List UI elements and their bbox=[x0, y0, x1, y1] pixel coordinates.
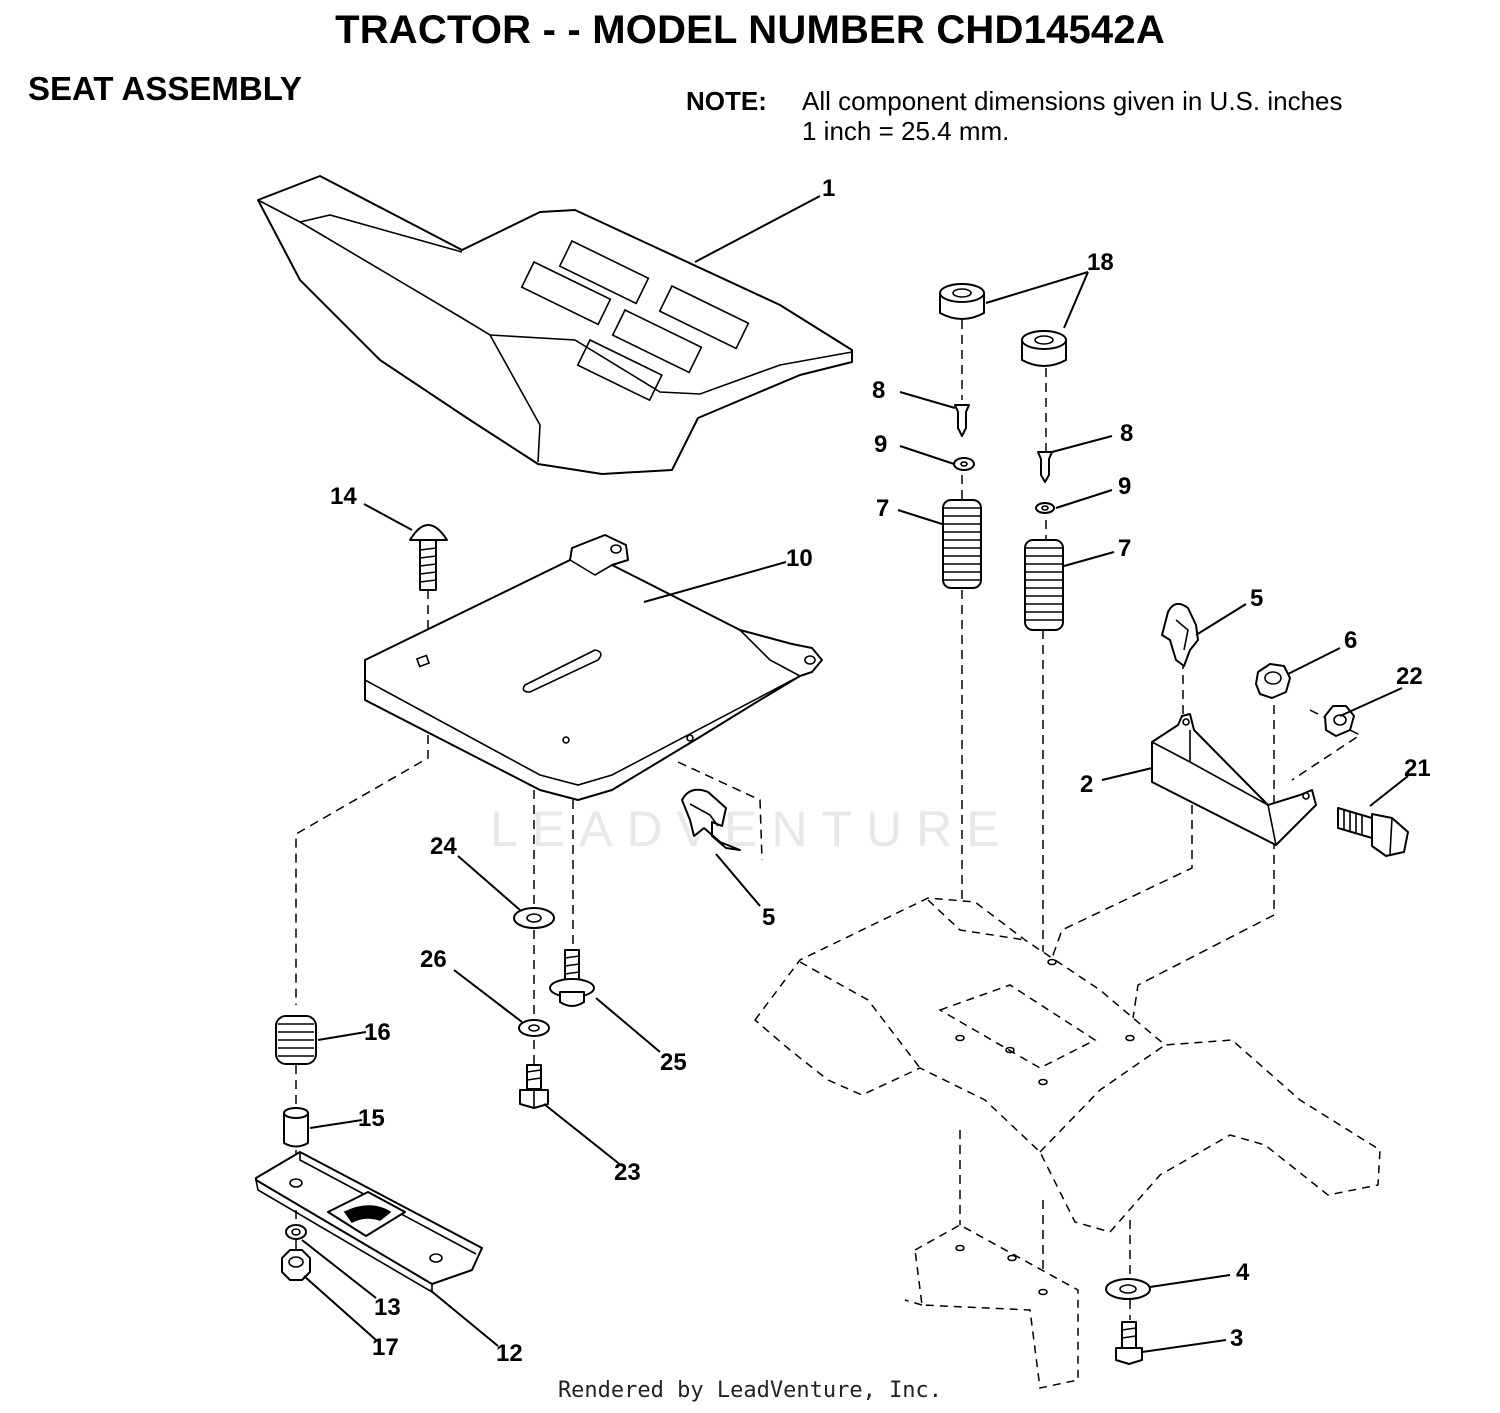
bracket-part bbox=[1151, 713, 1317, 846]
washer-left-part bbox=[953, 457, 975, 471]
spacer-15-part bbox=[283, 1107, 309, 1148]
callout-3: 3 bbox=[1230, 1325, 1243, 1352]
callout-13: 13 bbox=[374, 1294, 401, 1321]
callout-5-lower: 5 bbox=[762, 904, 775, 931]
slide-plate-part bbox=[255, 1151, 483, 1294]
callout-18: 18 bbox=[1087, 249, 1114, 276]
callout-7-left: 7 bbox=[876, 495, 889, 522]
callout-labels: 1 18 8 8 9 9 7 7 14 10 5 6 22 2 21 24 5 … bbox=[330, 175, 1431, 1367]
callout-23: 23 bbox=[614, 1159, 641, 1186]
callout-1: 1 bbox=[822, 175, 835, 202]
seat-part bbox=[257, 175, 853, 475]
note-label: NOTE: bbox=[686, 86, 767, 116]
alignment-lines bbox=[295, 320, 1362, 1320]
note-line-2: 1 inch = 25.4 mm. bbox=[802, 116, 1010, 146]
callout-14: 14 bbox=[330, 483, 357, 510]
callout-16: 16 bbox=[364, 1019, 391, 1046]
callout-24: 24 bbox=[430, 833, 457, 860]
tractor-frame-phantom bbox=[753, 897, 1381, 1389]
footer-credit: Rendered by LeadVenture, Inc. bbox=[557, 1378, 943, 1403]
leader-lines bbox=[301, 195, 1409, 1353]
bolt-25-part bbox=[549, 949, 595, 1007]
watermark: LEADVENTURE bbox=[490, 801, 1014, 857]
washer-26-part bbox=[518, 1019, 550, 1037]
callout-15: 15 bbox=[358, 1105, 385, 1132]
page-title: TRACTOR - - MODEL NUMBER CHD14542A bbox=[335, 8, 1165, 52]
callout-8-left: 8 bbox=[872, 377, 885, 404]
spring-left-part bbox=[942, 499, 982, 589]
washer-right-part bbox=[1035, 502, 1055, 514]
callout-26: 26 bbox=[420, 946, 447, 973]
nut-22-part bbox=[1324, 705, 1355, 737]
callout-4: 4 bbox=[1236, 1259, 1250, 1286]
callout-22: 22 bbox=[1396, 663, 1423, 690]
bolt-21-part bbox=[1337, 807, 1409, 857]
carriage-bolt-part bbox=[409, 524, 448, 591]
callout-9-left: 9 bbox=[874, 431, 887, 458]
callout-17: 17 bbox=[372, 1334, 399, 1361]
spring-16-part bbox=[275, 1015, 317, 1065]
nut-6-part bbox=[1255, 663, 1291, 699]
callout-5-upper: 5 bbox=[1250, 585, 1263, 612]
section-title: SEAT ASSEMBLY bbox=[28, 70, 302, 107]
bumper-right-part bbox=[1021, 330, 1067, 367]
callout-7-right: 7 bbox=[1118, 535, 1131, 562]
callout-6: 6 bbox=[1344, 627, 1357, 654]
washer-4-part bbox=[1105, 1278, 1151, 1300]
bolt-3-part bbox=[1115, 1321, 1143, 1365]
callout-8-right: 8 bbox=[1120, 420, 1133, 447]
bolt-23-part bbox=[519, 1064, 549, 1109]
clip-upper-part bbox=[1161, 602, 1199, 667]
nut-17-part bbox=[281, 1249, 311, 1281]
callout-9-right: 9 bbox=[1118, 473, 1131, 500]
screw-right-part bbox=[1037, 451, 1053, 483]
spring-right-part bbox=[1024, 539, 1064, 631]
screw-left-part bbox=[954, 404, 970, 437]
washer-24-part bbox=[513, 907, 555, 929]
callout-21: 21 bbox=[1404, 755, 1431, 782]
note-line-1: All component dimensions given in U.S. i… bbox=[802, 86, 1343, 116]
bumper-left-part bbox=[939, 283, 985, 320]
nut-13-part bbox=[285, 1224, 307, 1240]
callout-2: 2 bbox=[1080, 771, 1093, 798]
callout-12: 12 bbox=[496, 1340, 523, 1367]
callout-10: 10 bbox=[786, 545, 813, 572]
seat-pan-part bbox=[364, 534, 823, 801]
callout-25: 25 bbox=[660, 1049, 687, 1076]
clip-lower-part bbox=[681, 788, 741, 851]
